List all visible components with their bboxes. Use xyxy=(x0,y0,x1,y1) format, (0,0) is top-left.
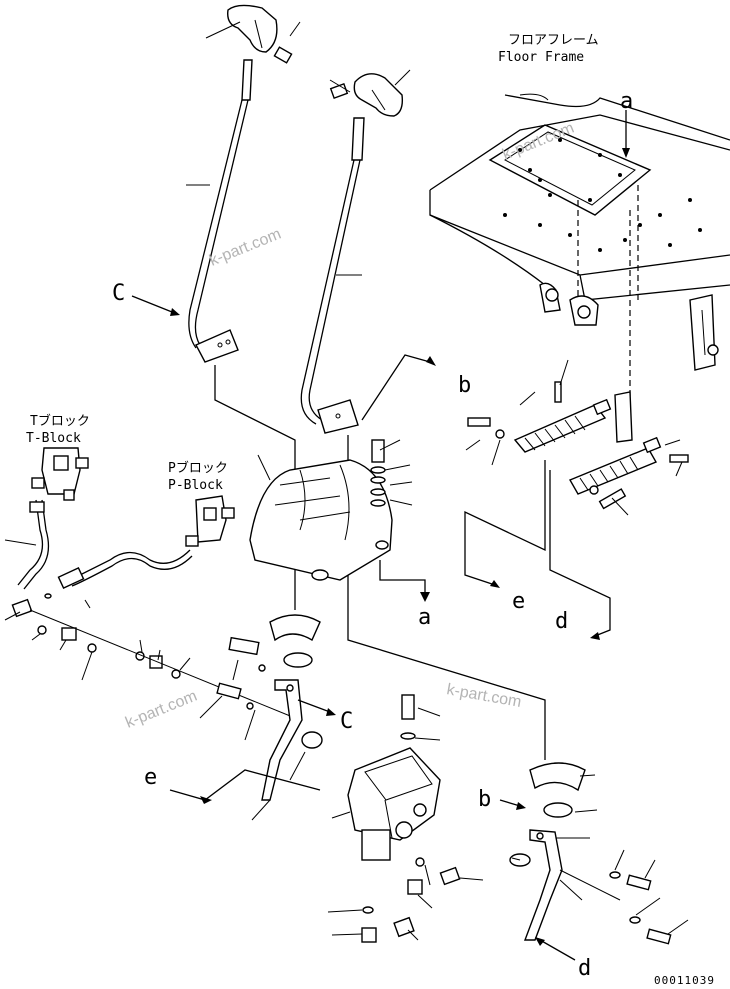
ref-b-bottom-arrow xyxy=(499,799,526,810)
plate-holes xyxy=(503,138,702,252)
leader-lines xyxy=(4,21,689,941)
ref-c-left-label: C xyxy=(112,281,125,306)
spring-lower xyxy=(568,436,662,495)
ref-d-bottom-arrow xyxy=(535,937,576,961)
spring-upper xyxy=(513,398,612,453)
p-block-jp-label: Pブロック xyxy=(168,460,228,476)
ref-a-mid-label: a xyxy=(418,605,431,630)
t-block-hose xyxy=(11,499,50,618)
right-bracket xyxy=(509,829,672,945)
valve-hardware xyxy=(361,694,461,943)
text-labels: フロアフレーム Floor Frame Tブロック T-Block Pブロック … xyxy=(26,33,715,987)
ref-e-left-routing xyxy=(169,769,321,804)
t-block-en-label: T-Block xyxy=(26,431,81,446)
p-block-hose xyxy=(57,549,193,590)
ref-routing xyxy=(464,460,611,640)
p-block xyxy=(185,495,235,547)
cover-hardware xyxy=(370,439,386,507)
t-block xyxy=(31,447,89,501)
watermark: k-part.com xyxy=(123,688,199,732)
right-lever xyxy=(300,73,404,434)
left-bracket xyxy=(216,636,323,801)
left-lever xyxy=(188,4,293,363)
watermark: k-part.com xyxy=(445,681,522,711)
boots xyxy=(269,614,586,818)
fittings xyxy=(29,593,301,721)
ppc-valve xyxy=(347,747,441,861)
ref-c-mid-arrow xyxy=(297,699,336,716)
drawing-number: 00011039 xyxy=(654,974,715,987)
ref-b-top-label: b xyxy=(458,373,471,398)
floor-frame xyxy=(429,93,730,400)
ref-e-left-label: e xyxy=(144,765,157,790)
floor-frame-jp-label: フロアフレーム xyxy=(508,33,599,48)
watermark: k-part.com xyxy=(207,226,283,270)
ref-d-bottom-label: d xyxy=(578,956,591,981)
ref-a-mid-arrow xyxy=(379,560,430,602)
ref-a-top-arrow xyxy=(622,110,630,158)
ref-c-mid-label: C xyxy=(340,709,353,734)
ref-b-bottom-label: b xyxy=(478,787,491,812)
floor-frame-en-label: Floor Frame xyxy=(498,50,584,65)
ref-c-left-arrow xyxy=(131,295,180,316)
p-block-en-label: P-Block xyxy=(168,478,223,493)
springs xyxy=(467,381,689,510)
ref-d-right-label: d xyxy=(555,609,568,634)
lever-cover xyxy=(249,459,393,581)
ref-a-top-label: a xyxy=(620,89,633,114)
t-block-jp-label: Tブロック xyxy=(30,413,90,429)
ref-e-right-label: e xyxy=(512,589,525,614)
